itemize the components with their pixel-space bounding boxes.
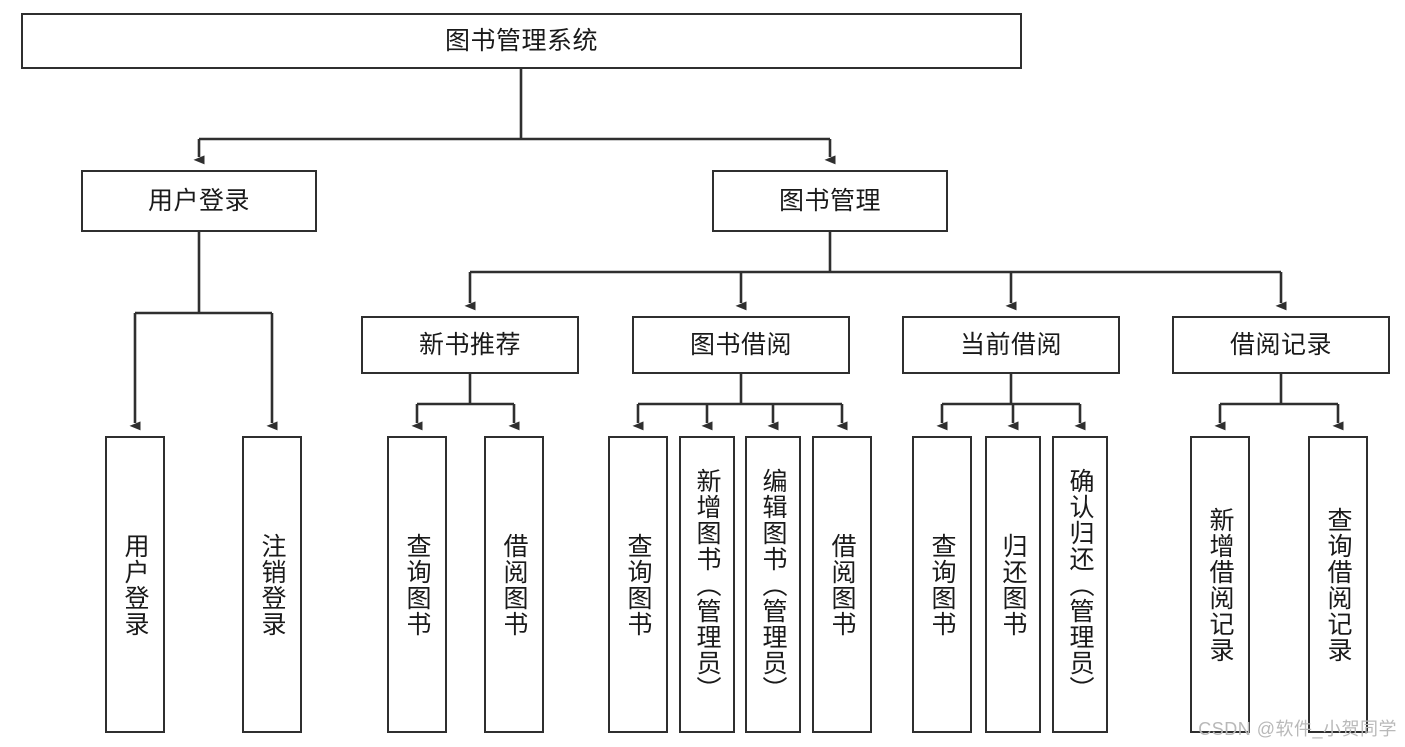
node-borrow-record-label: 借阅记录 — [1229, 330, 1332, 359]
node-leaf-return-book[interactable]: 归还图书 — [985, 436, 1041, 733]
node-current-borrow[interactable]: 当前借阅 — [902, 316, 1120, 374]
node-leaf-borrow-book-1-label: 借阅图书 — [500, 532, 528, 637]
node-leaf-query-record[interactable]: 查询借阅记录 — [1308, 436, 1368, 733]
node-leaf-query-book-1[interactable]: 查询图书 — [387, 436, 447, 733]
node-leaf-confirm-return[interactable]: 确认归还（管理员） — [1052, 436, 1108, 733]
node-leaf-borrow-book-2[interactable]: 借阅图书 — [812, 436, 872, 733]
node-leaf-borrow-book-2-label: 借阅图书 — [828, 532, 856, 637]
node-leaf-confirm-return-label: 确认归还（管理员） — [1066, 467, 1094, 702]
node-root-label: 图书管理系统 — [444, 26, 598, 55]
node-book-manage[interactable]: 图书管理 — [712, 170, 948, 232]
node-leaf-query-book-2-label: 查询图书 — [624, 532, 652, 637]
node-leaf-edit-book-label: 编辑图书（管理员） — [759, 467, 787, 702]
node-leaf-edit-book[interactable]: 编辑图书（管理员） — [745, 436, 801, 733]
node-leaf-logout[interactable]: 注销登录 — [242, 436, 302, 733]
node-current-borrow-label: 当前借阅 — [959, 330, 1062, 359]
node-root[interactable]: 图书管理系统 — [21, 13, 1022, 69]
node-leaf-add-book[interactable]: 新增图书（管理员） — [679, 436, 735, 733]
node-leaf-add-record-label: 新增借阅记录 — [1206, 506, 1234, 663]
node-user-login-label: 用户登录 — [147, 186, 250, 215]
node-leaf-return-book-label: 归还图书 — [999, 532, 1027, 637]
node-leaf-add-book-label: 新增图书（管理员） — [693, 467, 721, 702]
node-borrow-record[interactable]: 借阅记录 — [1172, 316, 1390, 374]
node-leaf-query-record-label: 查询借阅记录 — [1324, 506, 1352, 663]
node-leaf-query-book-3[interactable]: 查询图书 — [912, 436, 972, 733]
node-leaf-borrow-book-1[interactable]: 借阅图书 — [484, 436, 544, 733]
node-new-book-recommend[interactable]: 新书推荐 — [361, 316, 579, 374]
node-leaf-add-record[interactable]: 新增借阅记录 — [1190, 436, 1250, 733]
node-leaf-logout-label: 注销登录 — [258, 532, 286, 637]
node-book-borrow-label: 图书借阅 — [689, 330, 792, 359]
node-leaf-user-login[interactable]: 用户登录 — [105, 436, 165, 733]
node-leaf-user-login-label: 用户登录 — [121, 532, 149, 637]
watermark-text: CSDN @软件_小贺同学 — [1198, 719, 1397, 739]
node-user-login[interactable]: 用户登录 — [81, 170, 317, 232]
node-book-manage-label: 图书管理 — [778, 186, 881, 215]
node-leaf-query-book-2[interactable]: 查询图书 — [608, 436, 668, 733]
node-new-book-recommend-label: 新书推荐 — [418, 330, 521, 359]
node-book-borrow[interactable]: 图书借阅 — [632, 316, 850, 374]
node-leaf-query-book-1-label: 查询图书 — [403, 532, 431, 637]
node-leaf-query-book-3-label: 查询图书 — [928, 532, 956, 637]
